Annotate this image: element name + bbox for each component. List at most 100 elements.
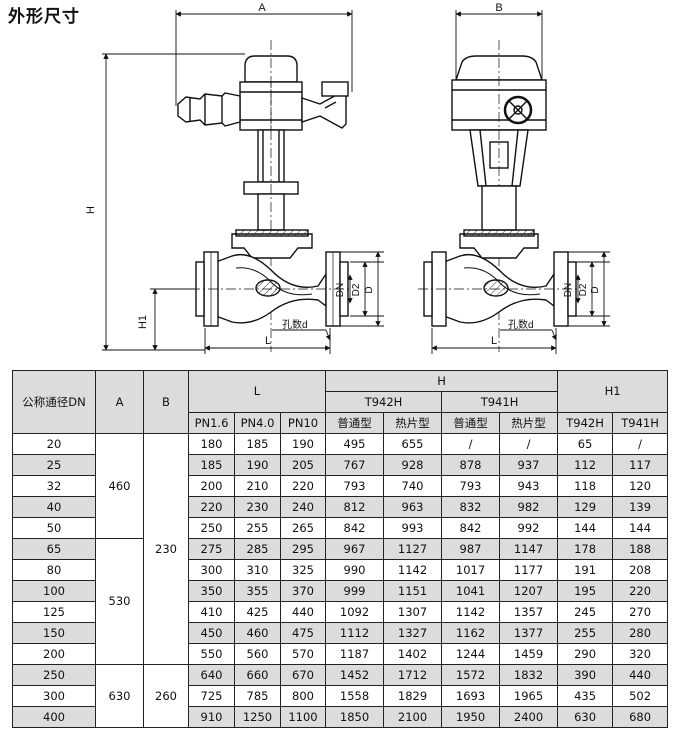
cell-dn: 250	[12, 664, 96, 686]
cell-h-t941h-ordinary: 793	[441, 475, 501, 497]
cell-h1-t941h: 502	[612, 685, 669, 707]
cell-h-t942h-ordinary: 842	[325, 517, 385, 539]
cell-l-pn10: 295	[279, 538, 327, 560]
cell-h-t941h-heatsink: 1377	[499, 622, 559, 644]
cell-h-t942h-ordinary: 1558	[325, 685, 385, 707]
cell-h-t942h-ordinary: 1850	[325, 706, 385, 728]
cell-l-pn16: 450	[188, 622, 235, 644]
cell-h-t942h-heatsink: 1151	[383, 580, 443, 602]
cell-h1-t942h: 290	[557, 643, 614, 665]
cell-h1-t942h: 129	[557, 496, 614, 518]
cell-dn: 150	[12, 622, 96, 644]
header-h-t941h: T941H	[441, 391, 559, 413]
dim-h1-label: H1	[137, 315, 149, 329]
cell-l-pn16: 550	[188, 643, 235, 665]
cell-h-t941h-ordinary: 1041	[441, 580, 501, 602]
cell-l-pn40: 460	[234, 622, 281, 644]
header-t941h-heatsink: 热片型	[499, 412, 559, 434]
cell-h-t942h-heatsink: 1127	[383, 538, 443, 560]
dim-d2-label: D2	[351, 283, 362, 296]
dim-a-label: A	[258, 2, 266, 14]
side-dim-l-label: L	[491, 335, 497, 347]
cell-l-pn10: 670	[279, 664, 327, 686]
cell-h-t941h-heatsink: /	[499, 433, 559, 455]
cell-h-t941h-heatsink: 937	[499, 454, 559, 476]
side-dim-d2-label: D2	[578, 283, 589, 296]
cell-l-pn40: 1250	[234, 706, 281, 728]
header-h1-t941h: T941H	[612, 412, 669, 434]
cell-l-pn16: 180	[188, 433, 235, 455]
cell-h-t942h-ordinary: 495	[325, 433, 385, 455]
header-t942h-ordinary: 普通型	[325, 412, 385, 434]
cell-h-t941h-ordinary: 1950	[441, 706, 501, 728]
header-dn: 公称通径DN	[12, 370, 96, 434]
cell-l-pn10: 1100	[279, 706, 327, 728]
cell-h1-t942h: 195	[557, 580, 614, 602]
page-title: 外形尺寸	[8, 7, 80, 27]
cell-l-pn16: 350	[188, 580, 235, 602]
cell-l-pn40: 255	[234, 517, 281, 539]
cell-h1-t941h: 188	[612, 538, 669, 560]
cell-h1-t941h: 280	[612, 622, 669, 644]
cell-dn: 32	[12, 475, 96, 497]
cell-l-pn16: 250	[188, 517, 235, 539]
cell-h-t942h-heatsink: 1307	[383, 601, 443, 623]
side-dimensions	[431, 10, 610, 354]
cell-l-pn16: 725	[188, 685, 235, 707]
cell-h1-t941h: 208	[612, 559, 669, 581]
cell-l-pn10: 800	[279, 685, 327, 707]
side-dim-dn-label: DN	[563, 283, 574, 297]
cell-dn: 20	[12, 433, 96, 455]
cell-l-pn40: 210	[234, 475, 281, 497]
cell-h1-t942h: 435	[557, 685, 614, 707]
cell-h1-t941h: 120	[612, 475, 669, 497]
cable-gland	[177, 92, 241, 127]
cell-h1-t941h: /	[612, 433, 669, 455]
cell-l-pn10: 240	[279, 496, 327, 518]
cell-l-pn16: 220	[188, 496, 235, 518]
cell-dn: 125	[12, 601, 96, 623]
cell-h-t942h-ordinary: 812	[325, 496, 385, 518]
cell-h1-t941h: 680	[612, 706, 669, 728]
handwheel-arm	[301, 91, 347, 129]
table-header-row: T942H T941H	[13, 391, 668, 413]
cell-h-t941h-heatsink: 1832	[499, 664, 559, 686]
cell-h-t941h-heatsink: 2400	[499, 706, 559, 728]
cell-l-pn40: 230	[234, 496, 281, 518]
dimension-table: 公称通径DN A B L H H1 T942H T941H PN1.6 PN4.…	[12, 370, 669, 728]
cell-h1-t942h: 112	[557, 454, 614, 476]
cell-l-pn10: 220	[279, 475, 327, 497]
dim-h-label: H	[85, 206, 97, 214]
cell-l-pn16: 910	[188, 706, 235, 728]
cell-dn: 300	[12, 685, 96, 707]
header-pn10: PN10	[279, 412, 327, 434]
cell-h-t942h-heatsink: 2100	[383, 706, 443, 728]
cell-l-pn40: 785	[234, 685, 281, 707]
cell-h1-t941h: 320	[612, 643, 669, 665]
cell-h-t942h-ordinary: 967	[325, 538, 385, 560]
cell-l-pn40: 560	[234, 643, 281, 665]
cell-a-group: 460	[95, 433, 144, 539]
cell-h-t942h-ordinary: 767	[325, 454, 385, 476]
cell-h-t941h-ordinary: /	[441, 433, 501, 455]
header-a: A	[95, 370, 144, 434]
cell-h1-t941h: 270	[612, 601, 669, 623]
cell-h1-t942h: 144	[557, 517, 614, 539]
cell-l-pn40: 660	[234, 664, 281, 686]
header-pn40: PN4.0	[234, 412, 281, 434]
actuator-cover	[244, 55, 298, 83]
cell-h-t941h-heatsink: 1147	[499, 538, 559, 560]
cell-l-pn10: 370	[279, 580, 327, 602]
cell-h-t941h-heatsink: 992	[499, 517, 559, 539]
cell-h-t942h-heatsink: 1327	[383, 622, 443, 644]
cell-l-pn10: 570	[279, 643, 327, 665]
side-hole-note-label: 孔数d	[508, 318, 534, 331]
cell-dn: 80	[12, 559, 96, 581]
cell-h-t941h-ordinary: 1142	[441, 601, 501, 623]
cell-h1-t941h: 220	[612, 580, 669, 602]
